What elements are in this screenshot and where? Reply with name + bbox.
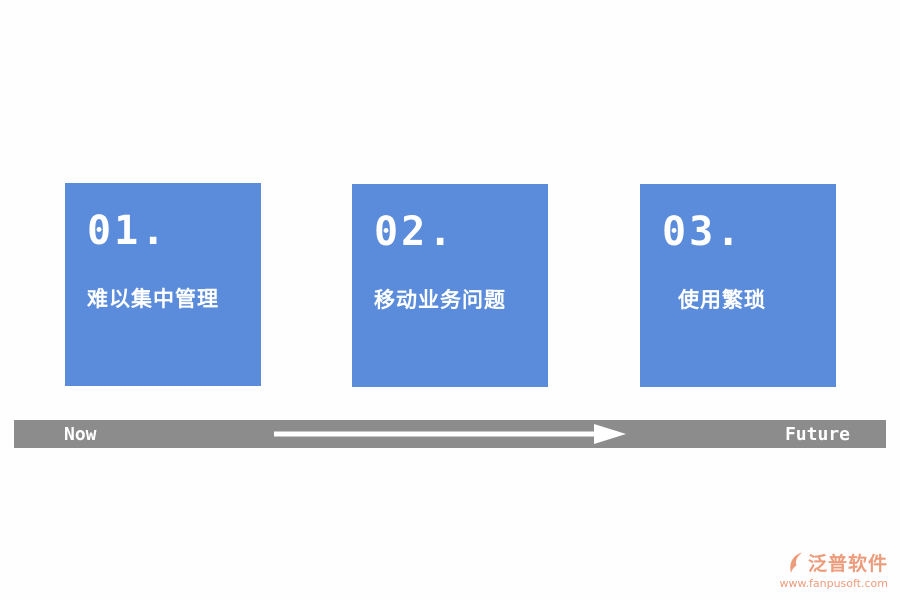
brand-url: www.fanpusoft.com	[779, 577, 888, 590]
right-arrow-icon	[274, 424, 626, 444]
brand-watermark: 泛普软件 www.fanpusoft.com	[780, 549, 888, 590]
card-number: 01.	[87, 208, 169, 254]
timeline-future-label: Future	[784, 423, 850, 445]
problem-card-3: 03. 使用繁琐	[640, 184, 836, 387]
problem-card-2: 02. 移动业务问题	[352, 184, 548, 387]
card-number: 02.	[374, 209, 456, 255]
card-number: 03.	[662, 209, 744, 255]
timeline-bar: Now Future	[14, 420, 886, 448]
card-label: 使用繁琐	[678, 288, 766, 312]
card-label: 移动业务问题	[374, 288, 506, 312]
fanpu-logo-icon	[790, 552, 802, 573]
card-label: 难以集中管理	[87, 287, 219, 311]
brand-name: 泛普软件	[807, 553, 888, 575]
timeline-now-label: Now	[64, 423, 97, 445]
problem-card-1: 01. 难以集中管理	[65, 183, 261, 386]
